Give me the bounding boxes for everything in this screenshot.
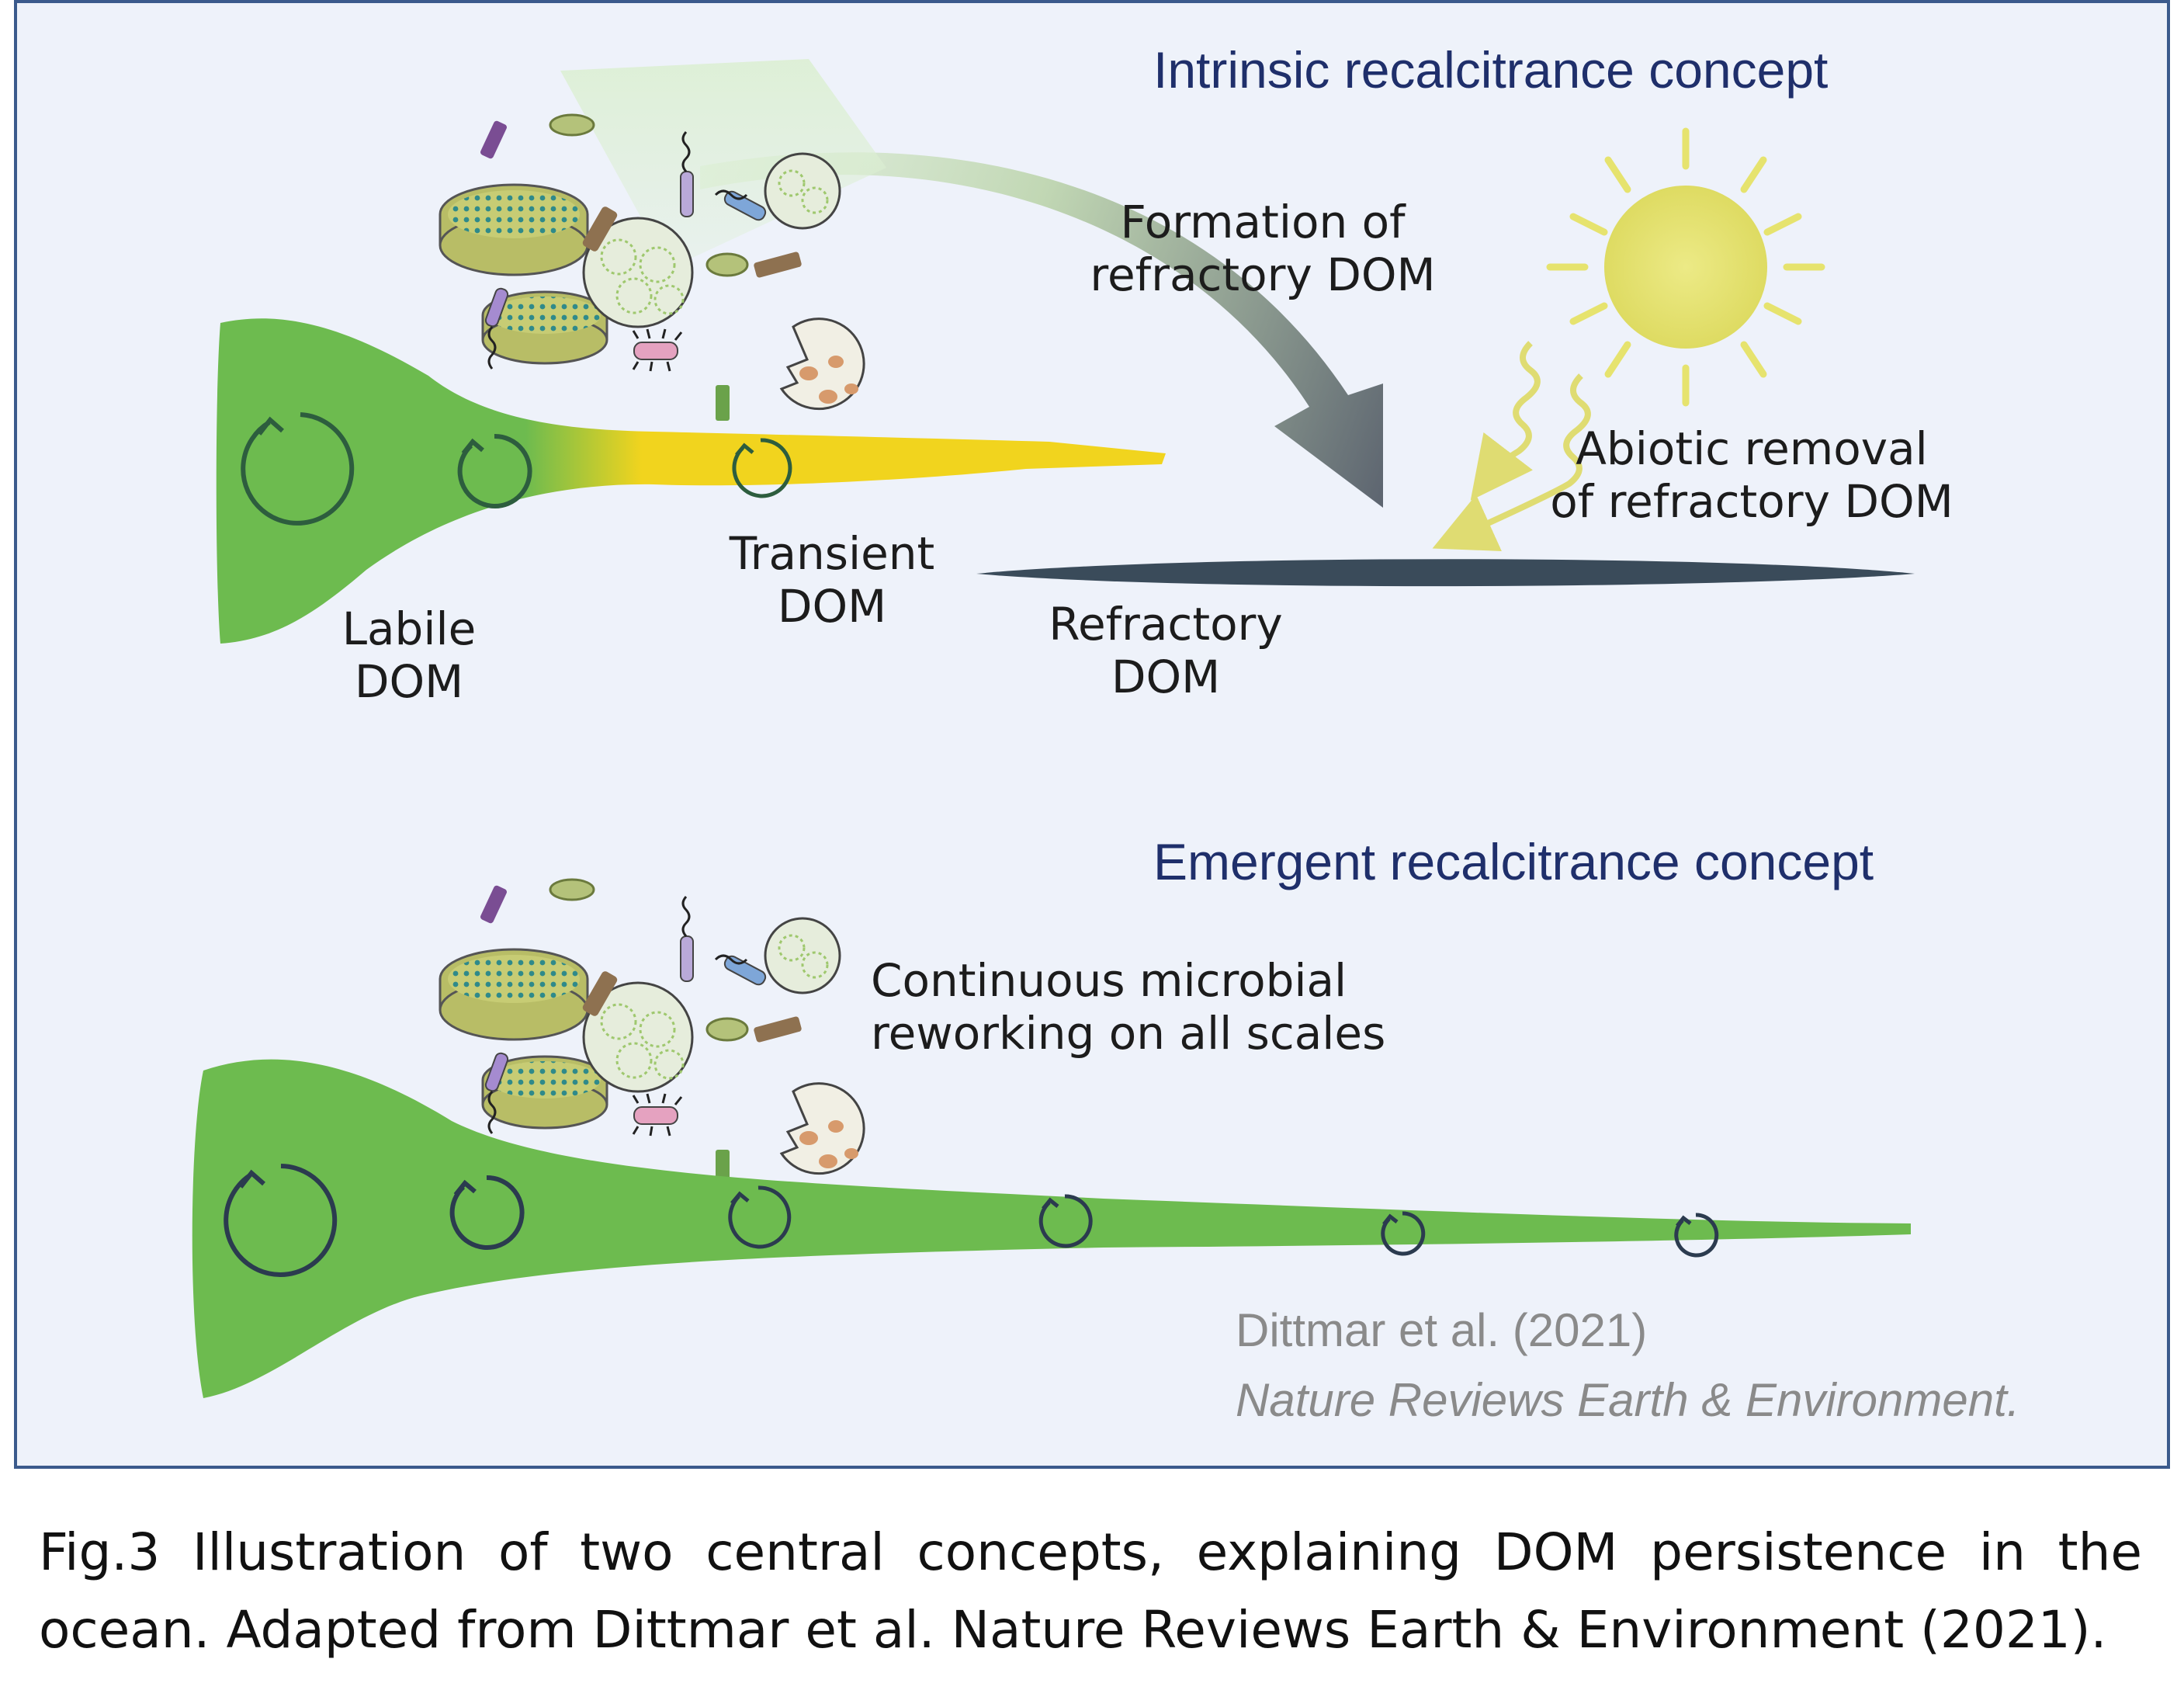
abiotic-label-line1: Abiotic removal: [1576, 422, 1928, 475]
cycle-arrow-icon: [449, 1175, 525, 1250]
transient-dom-label: Transient DOM: [716, 527, 948, 633]
abiotic-label-line2: of refractory DOM: [1550, 475, 1953, 529]
labile-dom-label: Labile DOM: [316, 602, 502, 709]
continuous-label-line2: reworking on all scales: [871, 1007, 1386, 1060]
diagram-canvas: [192, 57, 1915, 1398]
refractory-dom-shape: [976, 559, 1915, 587]
figure-panel: Intrinsic recalcitrance concept Formatio…: [14, 0, 2170, 1469]
cycle-arrow-icon: [241, 412, 355, 526]
refractory-dom-label: Refractory DOM: [1026, 598, 1305, 704]
wavy-arrow-icon: [1470, 341, 1541, 501]
labile-transient-dom-shape: [216, 318, 1166, 644]
wavy-arrow-icon: [1432, 373, 1591, 551]
transient-label-line2: DOM: [777, 580, 887, 633]
cycle-arrow-icon: [457, 433, 532, 508]
cycle-arrow-icon: [1038, 1194, 1093, 1248]
refractory-label-line1: Refractory: [1049, 598, 1283, 651]
microbe-cluster-icon: [439, 878, 865, 1187]
labile-label-line1: Labile: [341, 602, 477, 655]
continuous-reworking-label: Continuous microbial reworking on all sc…: [871, 954, 1430, 1060]
credit-journal: Nature Reviews Earth & Environment.: [1236, 1374, 2020, 1426]
cycle-arrow-icon: [1674, 1213, 1719, 1258]
formation-label-line2: refractory DOM: [1090, 248, 1436, 302]
cycle-arrow-icon: [224, 1164, 338, 1277]
continuous-label-line1: Continuous microbial: [871, 954, 1347, 1007]
sun-icon: [1546, 127, 1825, 407]
credit-authors: Dittmar et al. (2021): [1236, 1304, 1648, 1356]
cycle-arrow-icon: [732, 438, 792, 498]
cycle-arrow-icon: [728, 1185, 792, 1249]
figure-caption: Fig.3 Illustration of two central concep…: [39, 1522, 2142, 1660]
formation-label-line1: Formation of: [1120, 196, 1406, 248]
labile-dom-continuum-shape: [192, 1059, 1911, 1398]
intrinsic-concept-title: Intrinsic recalcitrance concept: [1153, 41, 1829, 99]
formation-label: Formation of refractory DOM: [1073, 196, 1453, 302]
transient-label-line1: Transient: [729, 527, 935, 580]
refractory-label-line2: DOM: [1111, 651, 1221, 704]
abiotic-removal-label: Abiotic removal of refractory DOM: [1523, 422, 1981, 529]
microbe-cluster-icon: [439, 57, 888, 422]
labile-label-line2: DOM: [354, 655, 464, 709]
emergent-concept-title: Emergent recalcitrance concept: [1153, 833, 1874, 890]
cycle-arrow-icon: [1381, 1211, 1426, 1256]
